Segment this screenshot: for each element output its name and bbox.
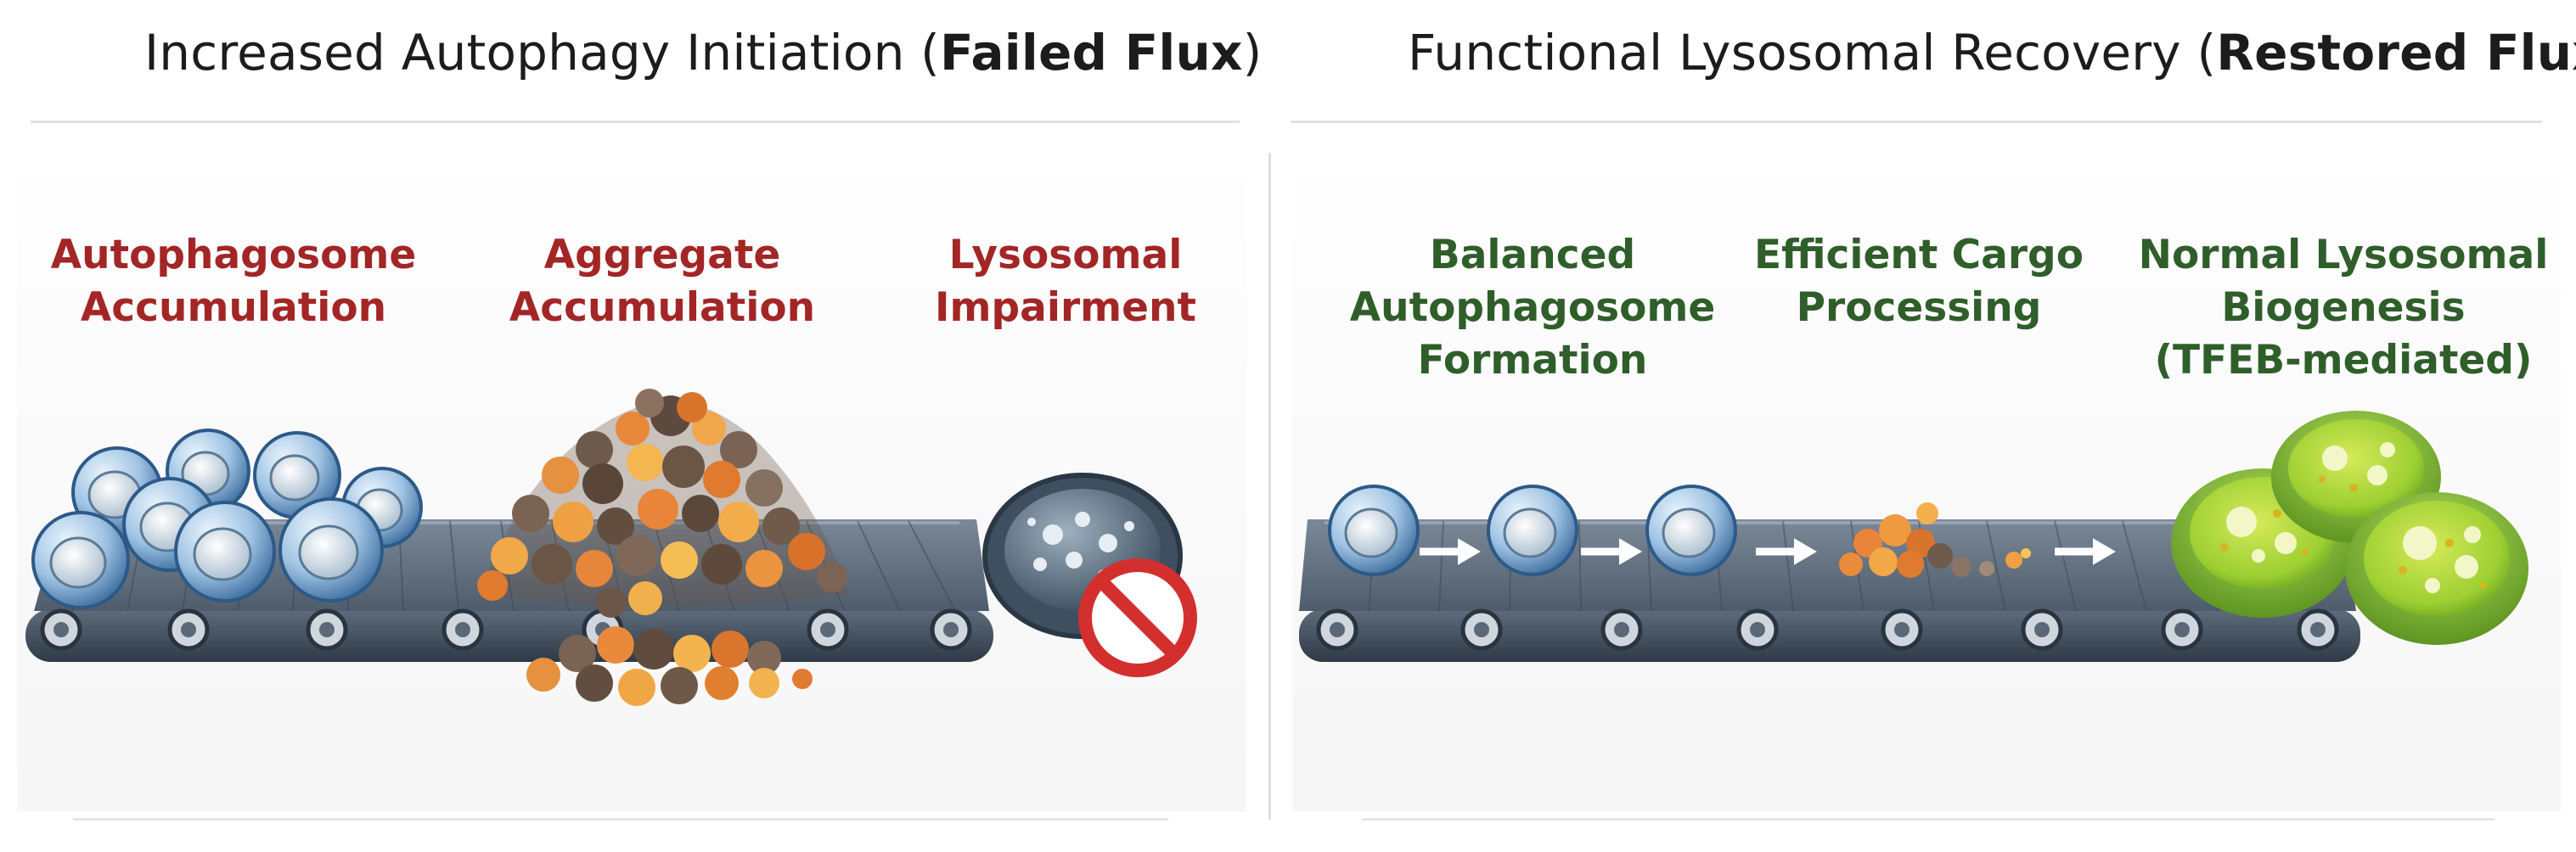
- autophagosome-vesicle-icon: [174, 501, 276, 603]
- label-normal-lysosomal-biogenesis: Normal Lysosomal Biogenesis (TFEB-mediat…: [2138, 232, 2549, 384]
- right-arrow-icon: [2055, 538, 2116, 565]
- prohibition-sign-icon: [1078, 558, 1197, 677]
- right-title-divider: [1291, 121, 2542, 123]
- panel-separator: [1268, 153, 1271, 820]
- right-bottom-divider: [1362, 818, 2494, 821]
- autophagosome-vesicle-icon: [1328, 485, 1420, 576]
- right-arrow-icon: [1756, 538, 1817, 565]
- autophagosome-vesicle-icon: [278, 497, 384, 603]
- autophagosome-vesicle-icon-cluster: [31, 429, 423, 609]
- left-panel-title: Increased Autophagy Initiation (Failed F…: [144, 24, 1263, 81]
- protein-aggregate-icon: [1839, 502, 2031, 578]
- label-autophagosome-accumulation: Autophagosome Accumulation: [50, 232, 417, 331]
- label-balanced-autophagosome-formation: Balanced Autophagosome Formation: [1349, 232, 1716, 384]
- left-bottom-divider: [73, 818, 1168, 821]
- healthy-lysosome-icon: [2345, 492, 2528, 645]
- label-efficient-cargo-processing: Efficient Cargo Processing: [1754, 232, 2084, 331]
- autophagosome-vesicle-icon: [1645, 485, 1737, 576]
- right-arrow-icon: [1420, 538, 1481, 565]
- label-lysosomal-impairment: Lysosomal Impairment: [935, 232, 1196, 331]
- right-arrow-icon: [1581, 538, 1642, 565]
- autophagosome-vesicle-icon: [1487, 485, 1578, 576]
- protein-aggregate-icon: [477, 389, 849, 706]
- left-title-divider: [31, 121, 1240, 123]
- label-aggregate-accumulation: Aggregate Accumulation: [509, 232, 816, 331]
- autophagosome-vesicle-icon: [31, 511, 130, 609]
- autophagosome-vesicle-icon: [253, 431, 341, 519]
- right-panel-title: Functional Lysosomal Recovery (Restored …: [1408, 24, 2576, 81]
